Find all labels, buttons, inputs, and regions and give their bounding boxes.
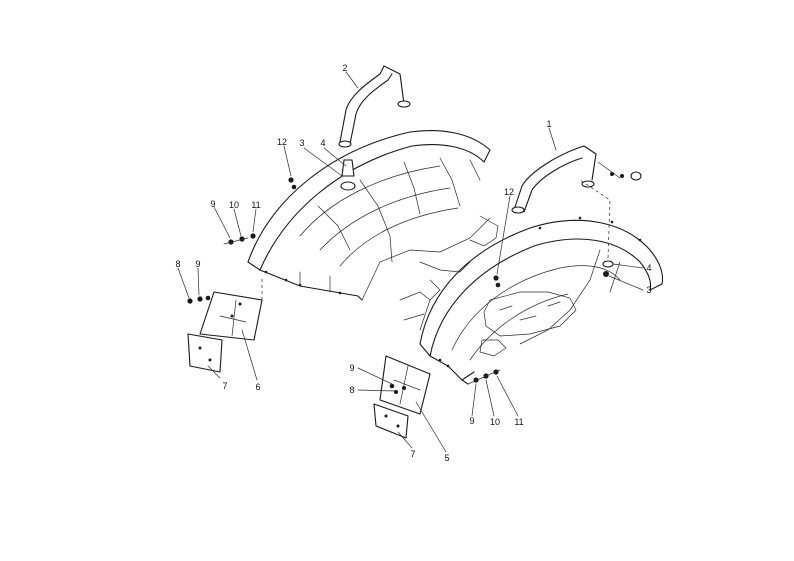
callout-8: 8: [175, 259, 180, 269]
handle-1: [511, 145, 642, 214]
right-upper-hardware: [493, 179, 614, 288]
callout-10: 10: [229, 200, 239, 210]
callout-3: 3: [299, 138, 304, 148]
callout-9: 9: [349, 363, 354, 373]
callout-7: 7: [222, 381, 227, 391]
callout-12: 12: [277, 137, 287, 147]
callout-1: 1: [546, 119, 551, 129]
leader-lines: [177, 71, 644, 453]
callout-12: 12: [504, 187, 514, 197]
callout-9: 9: [469, 416, 474, 426]
callout-7: 7: [410, 449, 415, 459]
right-bracket-5: [379, 355, 431, 415]
callout-10: 10: [490, 417, 500, 427]
callout-3: 3: [646, 285, 651, 295]
right-lower-hardware: [467, 369, 501, 385]
left-bracket-6: [187, 276, 263, 341]
callout-11: 11: [514, 417, 523, 427]
callout-6: 6: [255, 382, 260, 392]
right-fender: [399, 216, 664, 385]
left-upper-hardware: [223, 159, 356, 245]
callout-4: 4: [320, 138, 325, 148]
left-plate-7: [187, 333, 223, 373]
callout-11: 11: [251, 200, 260, 210]
callout-2: 2: [342, 63, 347, 73]
callout-4: 4: [646, 263, 651, 273]
callout-9: 9: [195, 259, 200, 269]
handle-2: [338, 65, 411, 148]
left-fender: [247, 130, 499, 301]
right-plate-7: [373, 403, 409, 439]
callout-9: 9: [210, 199, 215, 209]
callouts: 1 2 3 4 12 9 10 11 8 9 7 6 12 4 3 9 8 7 …: [175, 63, 651, 463]
callout-5: 5: [444, 453, 449, 463]
callout-8: 8: [349, 385, 354, 395]
